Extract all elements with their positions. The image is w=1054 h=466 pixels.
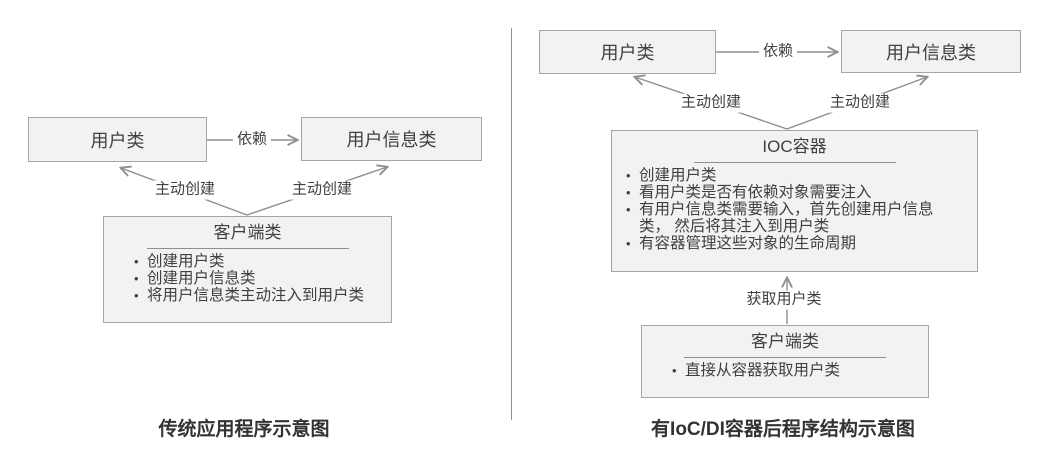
right-ioc-container-title: IOC容器 [762, 137, 827, 156]
left-depends-label: 依赖 [232, 130, 272, 150]
bullet-item: 看用户类是否有依赖对象需要注入 [626, 184, 939, 201]
bullet-item: 创建用户信息类 [134, 270, 383, 287]
left-create-left-label: 主动创建 [150, 180, 220, 200]
left-client-class-rule [146, 248, 349, 249]
right-ioc-container-rule [693, 162, 896, 163]
bullet-item: 将用户信息类主动注入到用户类 [134, 287, 383, 304]
right-user-class-label: 用户类 [600, 43, 655, 63]
right-client-class-box: 客户端类 直接从容器获取用户类 [641, 325, 929, 398]
left-user-class-label: 用户类 [90, 130, 145, 151]
right-get-user-label: 获取用户类 [742, 290, 826, 310]
bullet-item: 有容器管理这些对象的生命周期 [626, 235, 939, 252]
bullet-item: 直接从容器获取用户类 [672, 362, 920, 379]
divider-line [511, 28, 512, 420]
right-client-class-bullets: 直接从容器获取用户类 [642, 362, 928, 379]
left-user-class-box: 用户类 [28, 117, 207, 162]
bullet-item: 有用户信息类需要输入，首先创建用户信息类， 然后将其注入到用户类 [626, 201, 939, 235]
right-client-class-title: 客户端类 [751, 332, 819, 351]
right-ioc-container-box: IOC容器 创建用户类 看用户类是否有依赖对象需要注入 有用户信息类需要输入，首… [611, 130, 978, 272]
left-client-class-bullets: 创建用户类 创建用户信息类 将用户信息类主动注入到用户类 [104, 253, 391, 304]
bullet-item: 创建用户类 [626, 167, 939, 184]
right-user-class-box: 用户类 [539, 30, 716, 74]
left-userinfo-class-label: 用户信息类 [346, 130, 437, 150]
left-diagram-caption: 传统应用程序示意图 [158, 419, 330, 440]
left-create-right-label: 主动创建 [287, 180, 357, 200]
left-client-class-box: 客户端类 创建用户类 创建用户信息类 将用户信息类主动注入到用户类 [103, 216, 392, 323]
right-userinfo-class-box: 用户信息类 [841, 30, 1021, 73]
right-create-right-label: 主动创建 [825, 93, 895, 113]
right-depends-label: 依赖 [758, 42, 798, 62]
right-diagram-caption: 有IoC/DI容器后程序结构示意图 [651, 419, 915, 440]
bullet-item: 创建用户类 [134, 253, 383, 270]
left-client-class-title: 客户端类 [213, 223, 282, 242]
right-create-left-label: 主动创建 [676, 93, 746, 113]
left-userinfo-class-box: 用户信息类 [301, 117, 482, 161]
right-userinfo-class-label: 用户信息类 [886, 42, 976, 63]
right-client-class-rule [684, 357, 886, 358]
right-ioc-container-bullets: 创建用户类 看用户类是否有依赖对象需要注入 有用户信息类需要输入，首先创建用户信… [612, 167, 977, 252]
